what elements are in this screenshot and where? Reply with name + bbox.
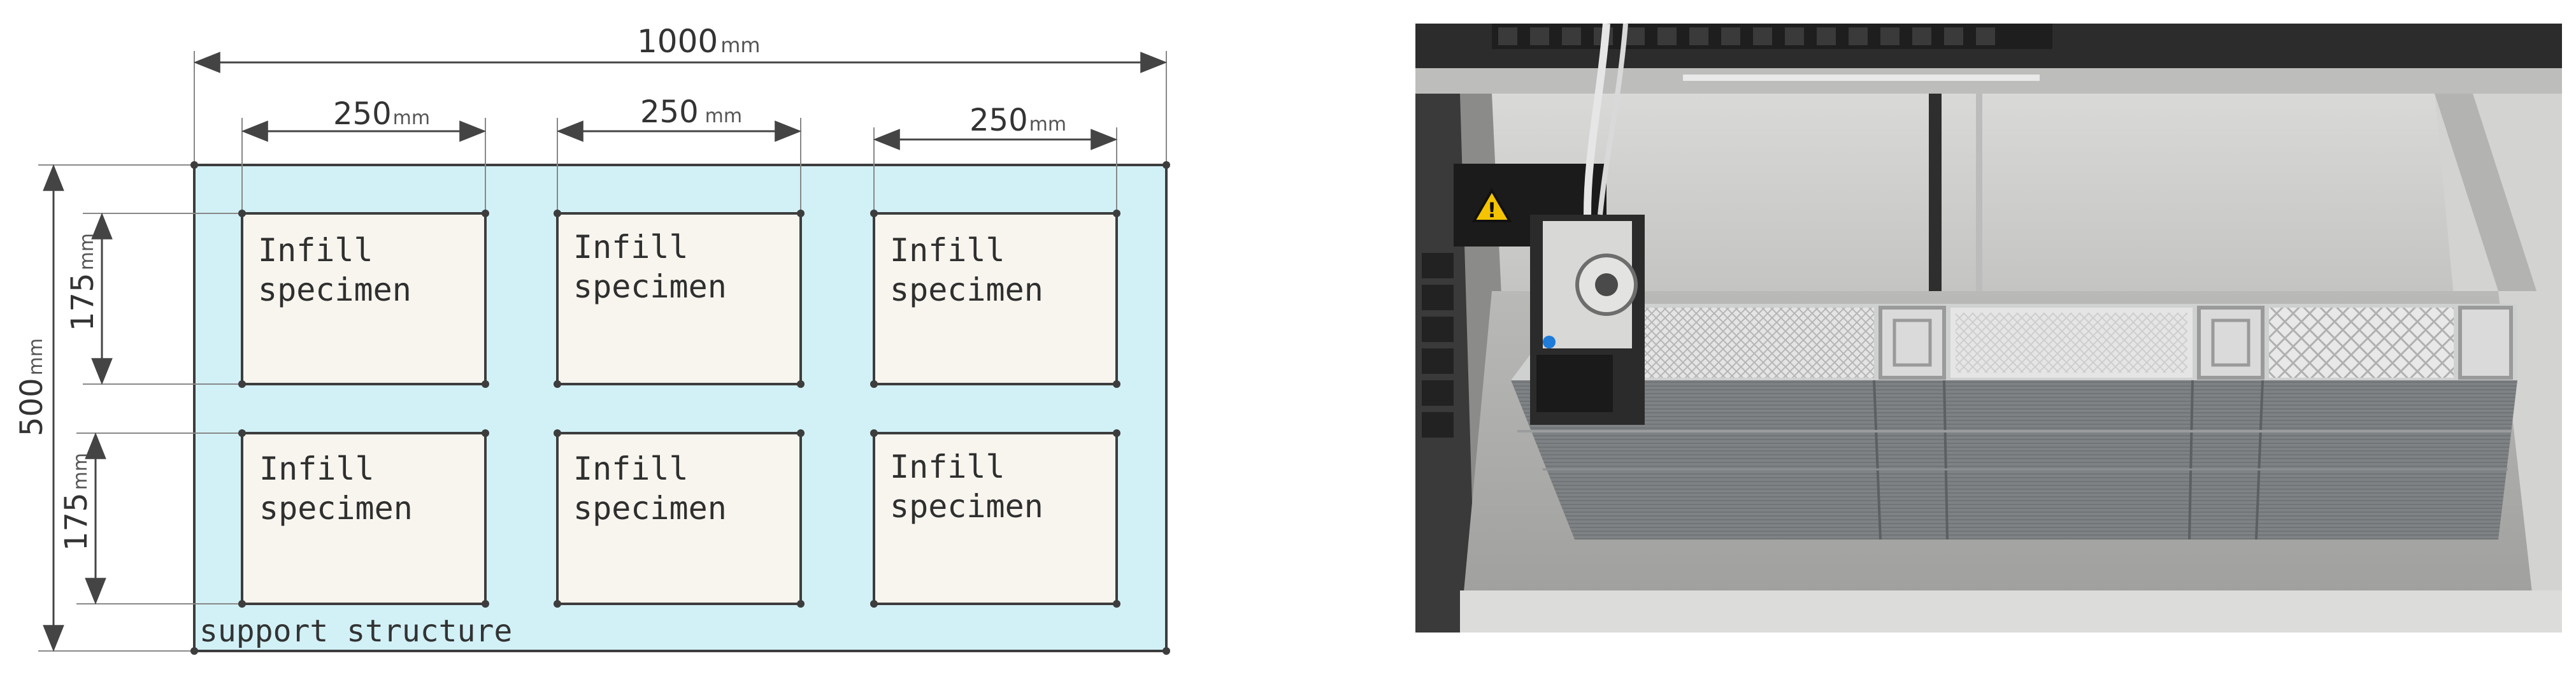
support-structure-label: support structure <box>199 613 512 649</box>
specimen-label: Infill <box>573 229 689 266</box>
corner-markers <box>190 161 1170 655</box>
row-1-height-label: 175mm <box>65 233 101 331</box>
print-head <box>1454 24 1645 425</box>
specimen-label: specimen <box>259 490 413 527</box>
specimen-box <box>556 212 802 385</box>
printed-specimens <box>1511 304 2517 540</box>
side-cable-chain <box>1422 253 1454 438</box>
specimen-grid <box>241 212 1118 605</box>
specimen-box <box>241 432 487 605</box>
specimen-label: specimen <box>258 271 411 308</box>
specimen-box <box>556 432 802 605</box>
specimen-label: specimen <box>890 271 1043 308</box>
row-2-height-label: 175mm <box>59 453 94 551</box>
specimen-label: Infill <box>573 450 689 487</box>
svg-text:!: ! <box>1487 198 1497 222</box>
specimen-box <box>241 212 487 385</box>
specimen-label: specimen <box>573 490 727 527</box>
specimen-box <box>873 212 1118 385</box>
column-1-width-label: 250mm <box>333 96 430 132</box>
overall-height-label: 500mm <box>14 338 50 436</box>
specimen-label: specimen <box>573 268 727 305</box>
warning-triangle-icon <box>1471 188 1512 222</box>
specimen-label: specimen <box>890 488 1043 525</box>
cable-chain <box>1492 24 2052 49</box>
specimen-label: Infill <box>890 448 1005 485</box>
specimen-box <box>873 432 1118 605</box>
specimen-label: Infill <box>259 450 375 487</box>
column-3-width-label: 250mm <box>970 103 1066 138</box>
specimen-label: Infill <box>890 232 1005 269</box>
printer-photo: ! <box>1415 24 2562 633</box>
specimen-label: Infill <box>258 232 373 269</box>
